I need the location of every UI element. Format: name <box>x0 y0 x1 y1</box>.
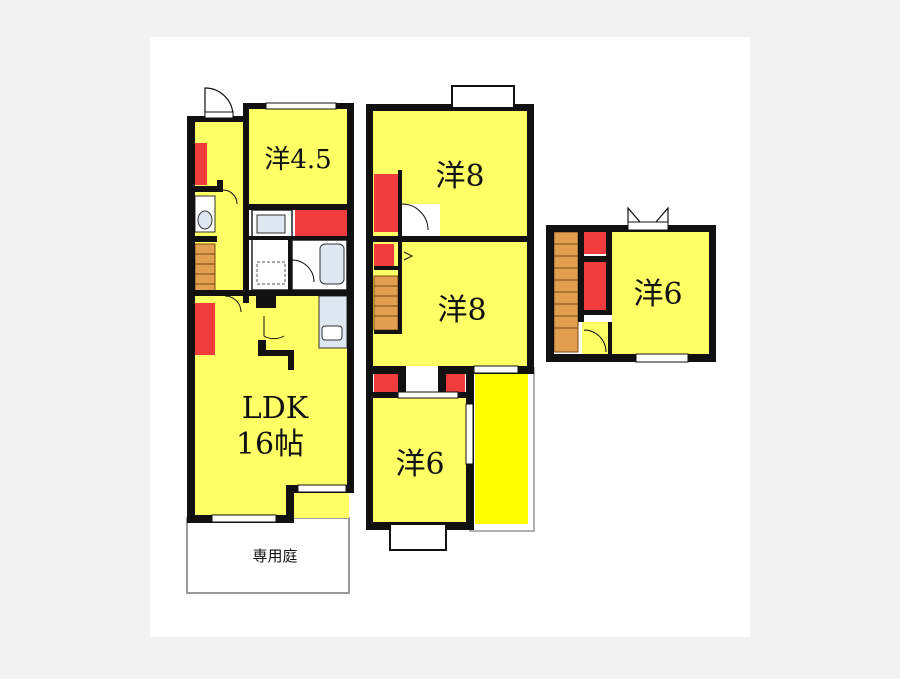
landing-floor-3 <box>582 322 612 354</box>
room-western-45 <box>247 108 349 206</box>
door-floor-3-swing <box>583 329 607 353</box>
entrance-door <box>204 111 234 119</box>
stairs-floor-3-steps <box>554 243 578 329</box>
door-ldk-swing <box>224 295 242 313</box>
label-western-8-middle: 洋8 <box>437 293 486 328</box>
sink-fixture <box>256 214 286 234</box>
door-toilet-swing <box>222 189 238 205</box>
stairs-floor-2 <box>373 275 399 331</box>
label-western-6-lower: 洋6 <box>395 447 444 482</box>
double-door-floor-3 <box>627 206 669 223</box>
window-ldk-southeast <box>297 484 347 493</box>
washing-machine-space <box>256 261 286 285</box>
window-western-6-balcony <box>465 403 474 465</box>
door-bath-swing <box>291 259 315 283</box>
closet-western-6-right <box>445 372 465 396</box>
closet-western-8-upper <box>374 174 398 232</box>
closet-floor-3-main <box>584 262 606 310</box>
floor-3: 洋6 <box>546 206 716 363</box>
hallway-landing <box>398 204 440 240</box>
label-ldk-size: 16帖 <box>236 427 304 462</box>
closet-western-45 <box>295 206 347 236</box>
toilet-fixture <box>197 210 213 230</box>
room-western-6-right <box>612 230 710 354</box>
entrance-door-swing <box>204 87 234 117</box>
balcony <box>475 372 528 524</box>
closet-floor-3-top <box>584 232 606 254</box>
bathtub-fixture <box>319 243 345 285</box>
window-floor-3-south <box>635 353 689 363</box>
door-closet-marker <box>403 251 414 261</box>
door-western-8-upper-swing <box>401 203 429 231</box>
closet-hall <box>374 244 394 266</box>
stairs-floor-1 <box>194 243 216 295</box>
kitchen-sink <box>321 325 343 341</box>
closet-ldk <box>195 303 215 355</box>
floor-1: 洋4.5 LDK 16帖 専用庭 <box>186 87 354 594</box>
window-bay-western-8 <box>451 85 515 109</box>
stairs-floor-2-steps <box>374 285 398 317</box>
window-floor-3-north <box>627 221 669 231</box>
window-western-6-top <box>397 391 459 399</box>
window-western-45 <box>265 102 337 110</box>
door-kitchen-swing <box>263 316 285 340</box>
private-garden-area <box>186 517 350 594</box>
room-western-6-lower <box>372 396 470 524</box>
label-western-8-upper: 洋8 <box>435 159 484 194</box>
floor-2: 洋8 洋8 洋6 <box>366 85 535 551</box>
label-western-6-right: 洋6 <box>633 277 682 312</box>
label-private-garden: 専用庭 <box>252 547 297 565</box>
window-ldk-south <box>211 514 277 523</box>
label-ldk: LDK <box>242 391 309 426</box>
closet-entrance <box>195 143 207 185</box>
window-bay-western-6 <box>389 523 447 551</box>
label-western-45: 洋4.5 <box>264 145 331 175</box>
stairs-floor-1-steps <box>195 253 215 285</box>
window-western-8-balcony <box>473 365 519 374</box>
